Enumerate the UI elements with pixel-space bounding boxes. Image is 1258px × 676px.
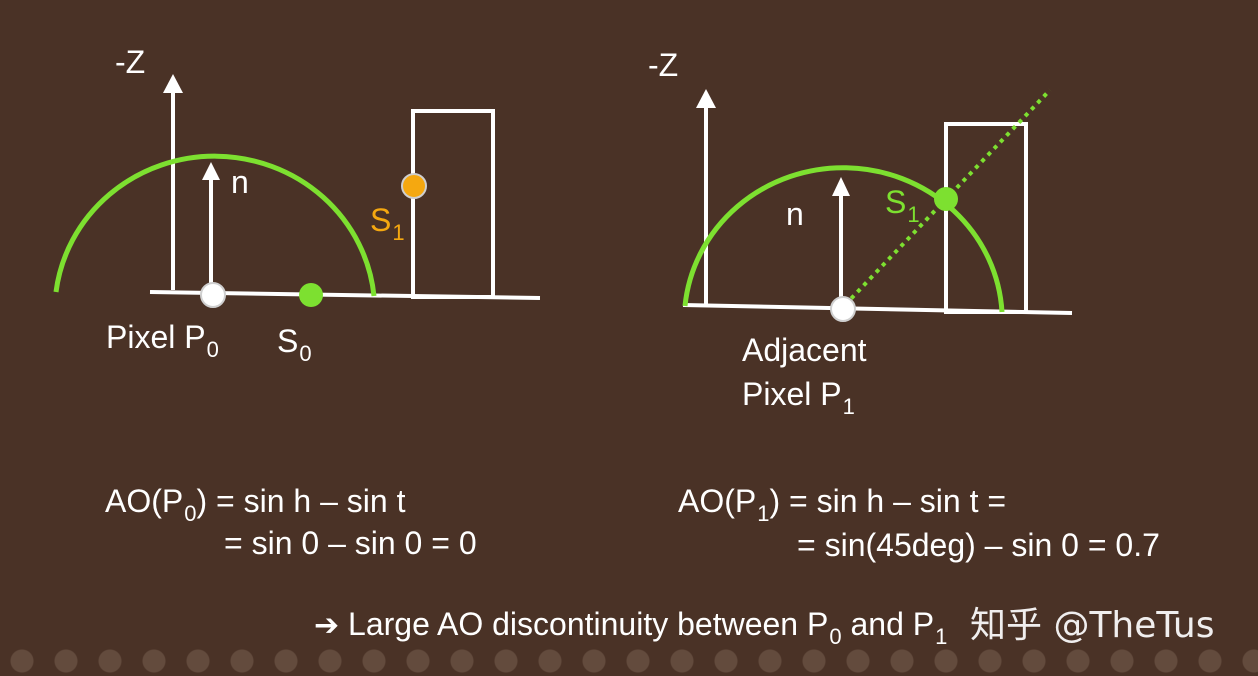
left-normal-arrowhead	[202, 162, 220, 180]
right-pixel-label-line1: Adjacent	[742, 332, 867, 368]
bottom-dot-border	[0, 646, 1258, 676]
left-s0-label: S0	[277, 323, 312, 365]
conclusion-arrow-icon: ➔	[314, 608, 340, 643]
conclusion-sub-b: 1	[935, 624, 948, 649]
left-panel	[53, 74, 541, 308]
right-occluder-box	[944, 122, 1028, 314]
conclusion-and: and P	[841, 606, 935, 642]
left-s1-label-sub: 1	[392, 220, 405, 245]
right-formula-line1: AO(P1) = sin h – sin t =	[678, 483, 1007, 525]
right-formula-pre: AO(P	[678, 483, 757, 519]
left-s0-sample-point	[299, 283, 323, 307]
watermark: 知乎 @TheTus	[970, 605, 1215, 646]
left-s1-label-text: S	[370, 202, 392, 238]
conclusion-sub-a: 0	[829, 624, 842, 649]
left-z-axis-arrowhead	[163, 74, 183, 93]
right-formula-line2: = sin(45deg) – sin 0 = 0.7	[797, 527, 1160, 563]
right-pixel-label-text: Pixel P	[742, 376, 842, 412]
left-z-axis-label: -Z	[115, 44, 146, 80]
left-formula-sub: 0	[184, 501, 197, 526]
left-formula-post: ) = sin h – sin t	[196, 483, 406, 519]
left-pixel-label-sub: 0	[206, 337, 219, 362]
right-formula-post: ) = sin h – sin t =	[769, 483, 1007, 519]
left-s0-label-sub: 0	[299, 341, 312, 366]
right-pixel-p1-point	[830, 296, 856, 322]
left-hemisphere-arc	[53, 153, 377, 297]
right-s1-sample-point	[934, 187, 958, 211]
left-s0-label-text: S	[277, 323, 299, 359]
left-pixel-p0-point	[200, 282, 226, 308]
left-normal-label: n	[231, 164, 249, 200]
right-s1-label-text: S	[885, 184, 907, 220]
left-pixel-label-text: Pixel P	[106, 319, 206, 355]
conclusion-text: Large AO discontinuity between P	[348, 606, 829, 642]
right-normal-label: n	[786, 196, 804, 232]
right-s1-label-sub: 1	[907, 202, 920, 227]
conclusion-line: ➔ Large AO discontinuity between P0 and …	[314, 606, 947, 648]
left-s1-label: S1	[370, 202, 405, 244]
left-pixel-label: Pixel P0	[106, 319, 219, 361]
left-s1-sample-point	[401, 173, 427, 199]
left-formula-line1: AO(P0) = sin h – sin t	[105, 483, 406, 525]
left-occluder-box	[411, 109, 495, 299]
right-formula-sub: 1	[757, 501, 770, 526]
right-z-axis-label: -Z	[648, 47, 679, 83]
right-normal-arrowhead	[832, 177, 850, 196]
left-formula-pre: AO(P	[105, 483, 184, 519]
right-hemisphere-arc	[682, 165, 1005, 313]
left-formula-line2: = sin 0 – sin 0 = 0	[224, 525, 477, 561]
right-s1-label: S1	[885, 184, 920, 226]
right-pixel-label-line2: Pixel P1	[742, 376, 855, 418]
right-z-axis-arrowhead	[696, 89, 716, 108]
right-pixel-label-sub: 1	[842, 394, 855, 419]
right-panel	[682, 88, 1073, 322]
